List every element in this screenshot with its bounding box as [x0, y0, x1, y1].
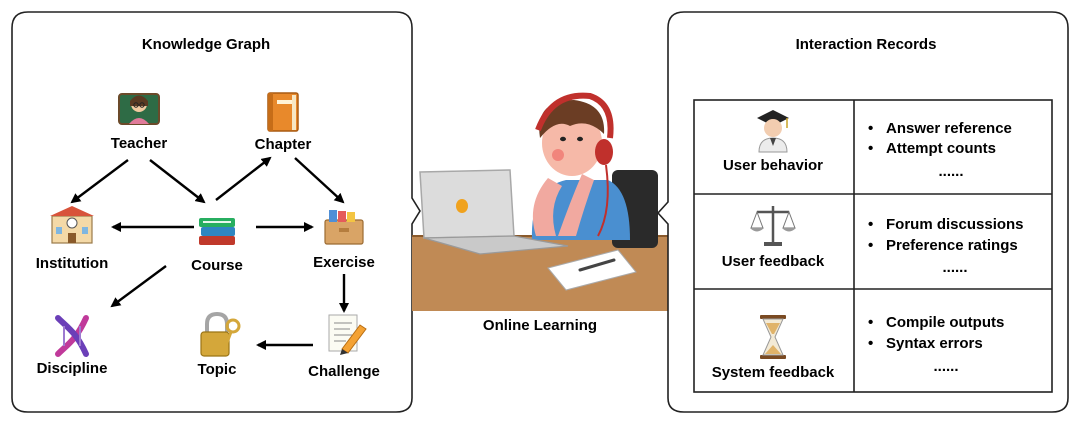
- person-hair: [539, 100, 605, 138]
- edge-chapter-exercise: [294, 157, 345, 204]
- bullet-marker: •: [868, 335, 873, 352]
- headphones: [535, 92, 614, 139]
- book-icon: [267, 92, 299, 132]
- dna-icon: [55, 315, 89, 357]
- edge-course-chapter: [215, 156, 272, 201]
- row-ellipsis: ......: [942, 259, 967, 276]
- bullet-marker: •: [868, 237, 873, 254]
- node-chapter-label: Chapter: [255, 136, 312, 153]
- records-row-user-feedback: User feedback • Forum discussions • Pref…: [722, 206, 1024, 276]
- row-label-user-feedback: User feedback: [722, 253, 825, 270]
- lock-with-key-icon: [200, 311, 241, 357]
- hourglass-icon: [760, 315, 786, 359]
- online-learning-illustration: Online Learning: [412, 92, 668, 334]
- bullet-marker: •: [868, 216, 873, 233]
- card-file-box-icon: [324, 210, 364, 245]
- records-row-system-feedback: System feedback • Compile outputs • Synt…: [712, 314, 1005, 381]
- records-table: [693, 99, 1053, 393]
- bullet-text: Syntax errors: [886, 335, 983, 352]
- records-row-user-behavior: User behavior • Answer reference • Attem…: [723, 110, 1012, 180]
- bullet-text: Forum discussions: [886, 216, 1024, 233]
- laptop: [419, 169, 569, 255]
- edge-teacher-institution: [70, 159, 129, 204]
- knowledge-graph-panel: Knowledge Graph Teacher Chapter: [11, 11, 421, 413]
- node-topic-label: Topic: [198, 361, 237, 378]
- bullet-text: Attempt counts: [886, 140, 996, 157]
- apple-logo-icon: [456, 199, 468, 213]
- bullet-marker: •: [868, 120, 873, 137]
- memo-pencil-icon: [328, 314, 367, 355]
- interaction-records-title: Interaction Records: [796, 36, 937, 53]
- row-label-system-feedback: System feedback: [712, 364, 835, 381]
- school-building-icon: [50, 206, 94, 244]
- bullet-marker: •: [868, 314, 873, 331]
- online-learning-caption: Online Learning: [483, 317, 597, 334]
- row-ellipsis: ......: [938, 163, 963, 180]
- pen: [578, 258, 616, 272]
- row-ellipsis: ......: [933, 358, 958, 375]
- bullet-text: Preference ratings: [886, 237, 1018, 254]
- row-label-user-behavior: User behavior: [723, 157, 823, 174]
- edge-course-discipline: [110, 265, 167, 308]
- edge-teacher-course: [149, 159, 206, 204]
- person-arm: [532, 178, 562, 236]
- bullet-text: Answer reference: [886, 120, 1012, 137]
- node-exercise-label: Exercise: [313, 254, 375, 271]
- node-discipline-label: Discipline: [37, 360, 108, 377]
- balance-scale-icon: [750, 206, 796, 246]
- node-course-label: Course: [191, 257, 243, 274]
- node-challenge-label: Challenge: [308, 363, 380, 380]
- teacher-icon: [118, 93, 160, 125]
- bullet-text: Compile outputs: [886, 314, 1004, 331]
- interaction-records-panel: Interaction Records User behavior • Answ…: [656, 11, 1069, 413]
- student-icon: [757, 110, 789, 153]
- node-institution-label: Institution: [36, 255, 108, 272]
- bullet-marker: •: [868, 140, 873, 157]
- knowledge-graph-title: Knowledge Graph: [142, 36, 270, 53]
- books-stack-icon: [199, 218, 235, 245]
- node-teacher-label: Teacher: [111, 135, 168, 152]
